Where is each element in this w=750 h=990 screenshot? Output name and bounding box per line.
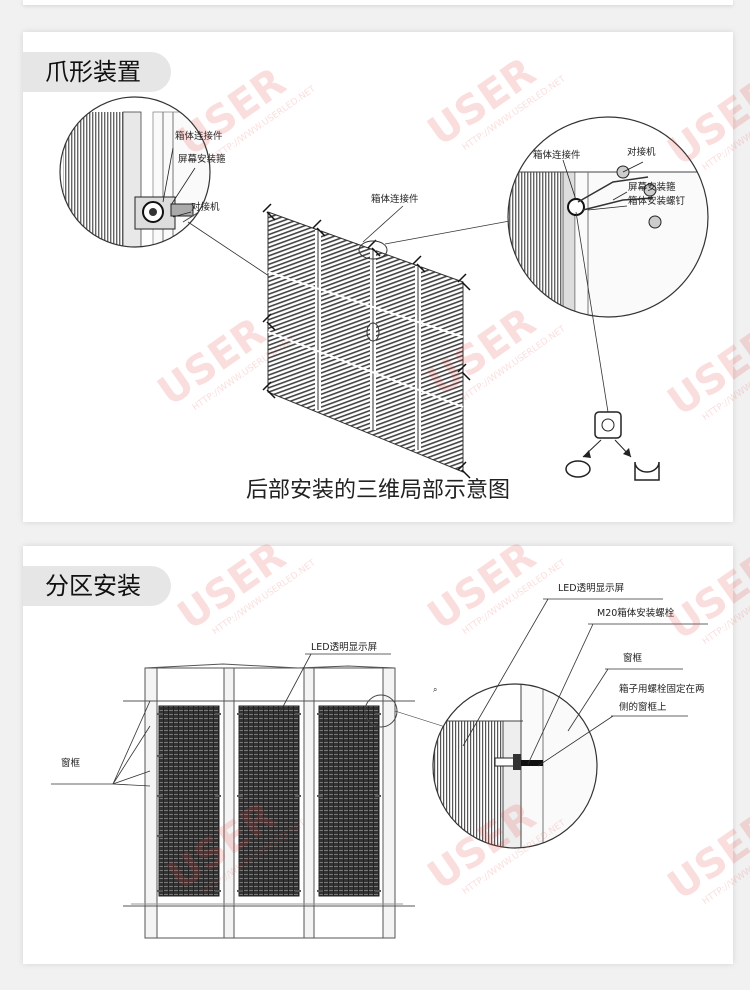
label-m20-bolt: M20箱体安装螺栓 [597, 607, 675, 619]
partition-install-card: 分区安装 [23, 533, 750, 964]
label-bolt-note-line1: 箱子用螺栓固定在两 [619, 683, 705, 695]
label-right-cabinet-connector: 箱体连接件 [533, 149, 581, 161]
right-detail-circle [507, 116, 709, 318]
previous-card-edge [23, 0, 733, 5]
claw-device-diagram: 箱体连接件 屏幕安装箍 对接机 箱体连接件 [59, 96, 709, 481]
label-right-screen-mount: 屏幕安装箍 [628, 181, 676, 193]
curved-led-screen [262, 203, 471, 479]
label-left-docking: 对接机 [191, 201, 220, 213]
claw-device-caption: 后部安装的三维局部示意图 [245, 478, 510, 503]
label-left-screen-mount: 屏幕安装箍 [178, 153, 226, 165]
frame-right-leader [567, 668, 609, 732]
label-bolt-note-line2: 侧的窗框上 [619, 701, 667, 713]
clamp-parts-detail [565, 211, 660, 481]
label-led-screen-mid: LED透明显示屏 [311, 642, 377, 653]
label-led-screen-top: LED透明显示屏 [558, 583, 624, 594]
led-panels [157, 694, 398, 897]
label-right-cabinet-screw: 箱体安装螺钉 [628, 195, 686, 207]
label-right-docking: 对接机 [627, 146, 656, 158]
center-leader-line [362, 205, 404, 243]
label-center-cabinet-connector: 箱体连接件 [371, 193, 419, 205]
m20-leader [527, 623, 594, 765]
claw-device-card: 爪形装置 [23, 32, 750, 522]
left-detail-circle [59, 96, 211, 248]
section-title-partition-install: 分区安装 [23, 566, 171, 606]
magnifier-icon: ⌕ [433, 685, 437, 694]
bolt-note-leader [537, 715, 614, 767]
partition-install-diagram: LED透明显示屏 窗框 ⌕ [51, 583, 708, 939]
label-left-cabinet-connector: 箱体连接件 [175, 130, 223, 142]
led-mid-leader [277, 653, 312, 717]
center-to-right-line [384, 219, 516, 245]
label-window-frame-left: 窗框 [61, 757, 81, 769]
right-frame-detail-circle [432, 683, 598, 849]
section-title-claw-device: 爪形装置 [23, 52, 171, 92]
led-top-leader [462, 598, 549, 747]
label-window-frame-right: 窗框 [623, 652, 643, 664]
window-frame-left-leaders [51, 700, 151, 787]
